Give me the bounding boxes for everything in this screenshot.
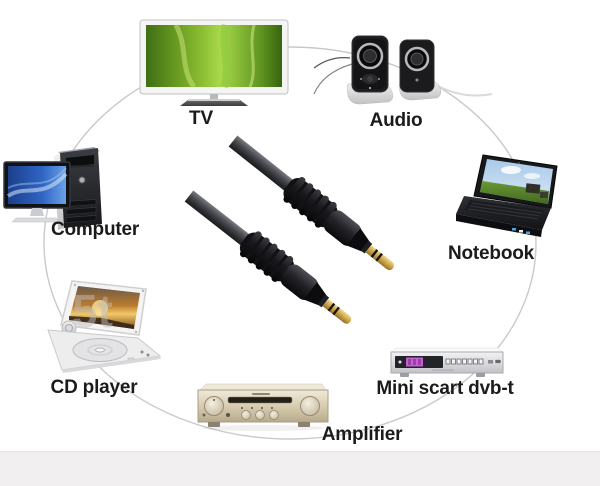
device-label-audio: Audio — [369, 110, 423, 131]
device-label-mini-scart: Mini scart dvb-t — [376, 378, 514, 399]
footer-strip — [0, 452, 600, 486]
device-tv — [136, 18, 293, 112]
tv-icon — [139, 19, 289, 106]
laptop-icon — [456, 154, 558, 237]
device-label-notebook: Notebook — [447, 243, 535, 264]
set-top-box-icon — [390, 347, 504, 377]
device-audio — [336, 22, 454, 110]
watermark-text: 5t — [72, 285, 113, 337]
device-mini-scart — [388, 346, 508, 382]
speakers-icon — [347, 35, 441, 105]
amplifier-icon — [197, 383, 329, 431]
device-amplifier — [190, 382, 336, 434]
device-label-tv: TV — [189, 108, 213, 129]
device-label-cd-player: CD player — [50, 377, 138, 398]
device-label-computer: Computer — [50, 219, 140, 240]
device-label-amplifier: Amplifier — [321, 424, 403, 445]
device-notebook — [456, 150, 566, 242]
